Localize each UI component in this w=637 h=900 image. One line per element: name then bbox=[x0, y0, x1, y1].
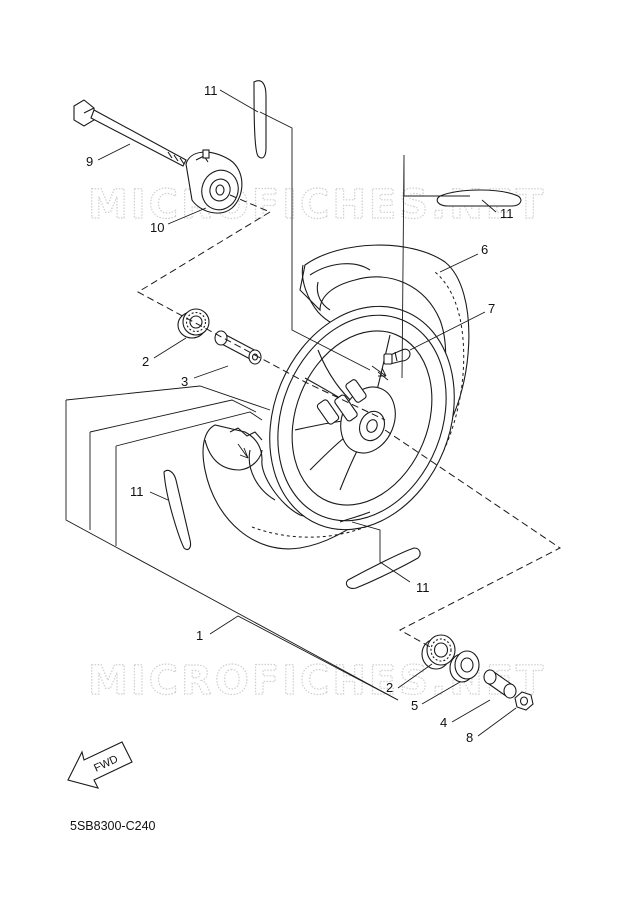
bearing-part-2-top[interactable] bbox=[177, 308, 210, 339]
callout-8: 8 bbox=[466, 730, 473, 745]
collar-part-4[interactable] bbox=[483, 669, 517, 699]
diagram-code: 5SB8300-C240 bbox=[70, 819, 156, 833]
callout-3: 3 bbox=[181, 374, 188, 389]
callout-11-right: 11 bbox=[500, 206, 514, 221]
gear-unit-part-10[interactable] bbox=[185, 149, 244, 215]
leader-lines bbox=[65, 89, 517, 737]
callout-5: 5 bbox=[411, 698, 418, 713]
callout-1: 1 bbox=[196, 628, 203, 643]
callout-11-top: 11 bbox=[204, 83, 218, 98]
rim-band-part-11-right[interactable] bbox=[436, 189, 522, 207]
callout-4: 4 bbox=[440, 715, 447, 730]
fwd-arrow-icon: FWD bbox=[67, 741, 133, 789]
spacer-part-3[interactable] bbox=[214, 330, 262, 365]
callout-7: 7 bbox=[488, 301, 495, 316]
rim-band-part-11-left[interactable] bbox=[163, 469, 192, 551]
callout-6: 6 bbox=[481, 242, 488, 257]
rim-band-part-11-top[interactable] bbox=[253, 80, 267, 159]
callout-2-top: 2 bbox=[142, 354, 149, 369]
callout-2-bottom: 2 bbox=[386, 680, 393, 695]
oil-seal-part-5[interactable] bbox=[449, 650, 480, 683]
axle-part-9[interactable] bbox=[73, 99, 187, 167]
valve-part-7[interactable] bbox=[383, 348, 411, 365]
callout-11-left: 11 bbox=[130, 484, 144, 499]
callout-9: 9 bbox=[86, 154, 93, 169]
nut-part-8[interactable] bbox=[514, 691, 534, 711]
callout-11-bottom: 11 bbox=[416, 580, 430, 595]
callout-10: 10 bbox=[150, 220, 164, 235]
wheel-part-1[interactable] bbox=[237, 278, 486, 557]
rim-band-part-11-bottom[interactable] bbox=[345, 547, 421, 589]
